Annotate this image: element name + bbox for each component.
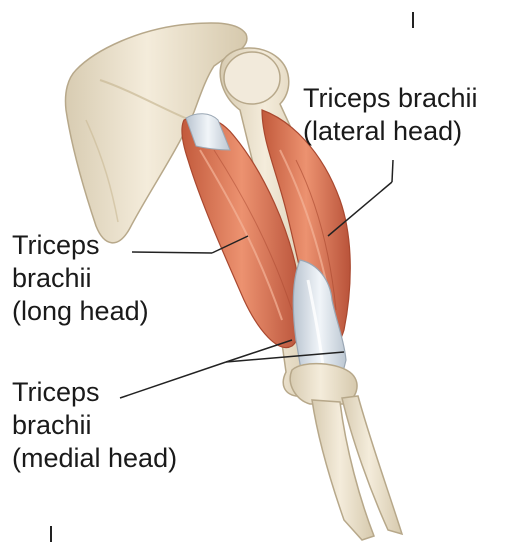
label-lateral-line-1: Triceps brachii — [303, 82, 478, 115]
label-long-head: Triceps brachii (long head) — [12, 229, 149, 328]
label-lateral-head: Triceps brachii (lateral head) — [303, 82, 478, 148]
label-long-line-3: (long head) — [12, 295, 149, 328]
label-medial-line-1: Triceps — [12, 376, 177, 409]
label-medial-line-3: (medial head) — [12, 442, 177, 475]
bottom-tick-mark — [50, 526, 52, 542]
label-medial-head: Triceps brachii (medial head) — [12, 376, 177, 475]
label-medial-line-2: brachii — [12, 409, 177, 442]
lateral-head-leader — [392, 160, 393, 182]
label-long-line-1: Triceps — [12, 229, 149, 262]
top-tick-mark — [412, 12, 414, 28]
label-long-line-2: brachii — [12, 262, 149, 295]
label-lateral-line-2: (lateral head) — [303, 115, 478, 148]
